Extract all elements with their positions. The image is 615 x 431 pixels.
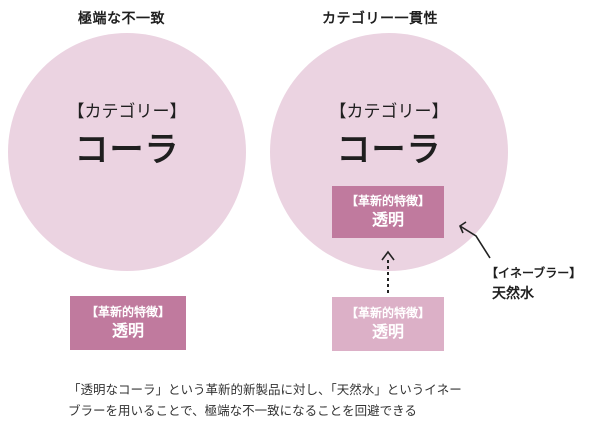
left-panel-title: 極端な不一致 <box>78 11 165 27</box>
right-feature-inside-box: 【革新的特徴】 透明 <box>332 186 444 238</box>
caption-line-2: ブラーを用いることで、極端な不一致になることを回避できる <box>68 403 417 418</box>
right-feature-outside-value: 透明 <box>371 322 404 341</box>
right-feature-inside-value: 透明 <box>371 210 404 229</box>
left-feature-box: 【革新的特徴】 透明 <box>70 296 186 350</box>
dotted-arrow-head <box>381 250 395 261</box>
right-feature-outside-box: 【革新的特徴】 透明 <box>332 297 444 351</box>
caption-line-1: 「透明なコーラ」という革新的新製品に対し、「天然水」というイネー <box>68 382 462 397</box>
left-feature-label: 【革新的特徴】 <box>85 305 170 319</box>
enabler-value: 天然水 <box>492 286 534 302</box>
enabler-label: 【イネーブラー】 <box>486 266 582 280</box>
enabler-arrow-head <box>459 221 467 234</box>
right-category-value: コーラ <box>336 130 442 170</box>
left-category-circle <box>8 33 246 271</box>
left-category-value: コーラ <box>74 130 180 170</box>
right-feature-inside-label: 【革新的特徴】 <box>345 194 430 208</box>
enabler-arrow-line <box>459 225 491 259</box>
left-feature-value: 透明 <box>111 321 144 340</box>
right-feature-outside-label: 【革新的特徴】 <box>345 306 430 320</box>
right-category-label: 【カテゴリー】 <box>329 102 449 122</box>
right-panel-title: カテゴリー一貫性 <box>322 11 438 27</box>
left-category-label: 【カテゴリー】 <box>67 102 187 122</box>
